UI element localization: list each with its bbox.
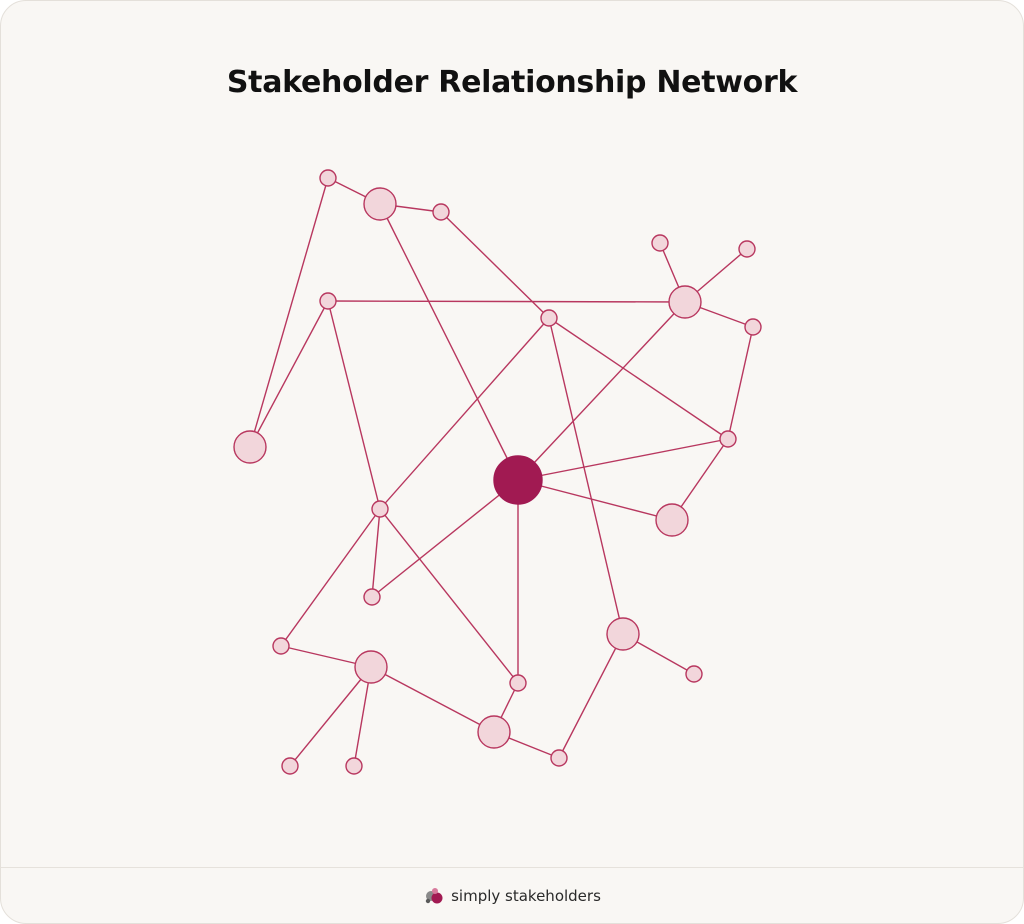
edge-e1-e5 bbox=[370, 666, 495, 733]
edge-b2-d3 bbox=[548, 317, 624, 635]
stakeholder-node-a2 bbox=[363, 187, 397, 221]
edge-b3-hub bbox=[517, 301, 686, 481]
stakeholder-node-b4 bbox=[738, 240, 756, 258]
stakeholder-node-e1 bbox=[354, 650, 388, 684]
stakeholder-node-e2 bbox=[281, 757, 299, 775]
stakeholder-node-c2 bbox=[233, 430, 267, 464]
diagram-title: Stakeholder Relationship Network bbox=[226, 65, 798, 100]
brand-name: simply stakeholders bbox=[451, 887, 601, 905]
edge-c1-c2 bbox=[249, 300, 329, 448]
edge-e1-e3 bbox=[353, 666, 372, 767]
stakeholder-node-b3 bbox=[668, 285, 702, 319]
stakeholder-network bbox=[233, 169, 762, 775]
edge-a1-c2 bbox=[249, 177, 329, 448]
stakeholder-node-c1 bbox=[319, 292, 337, 310]
stakeholder-node-a1 bbox=[319, 169, 337, 187]
stakeholder-node-d4 bbox=[272, 637, 290, 655]
edge-c1-b3 bbox=[327, 300, 686, 303]
stakeholder-node-b1 bbox=[651, 234, 669, 252]
edge-e6-d3 bbox=[558, 633, 624, 759]
stakeholder-node-d2 bbox=[363, 588, 381, 606]
brand-footer: simply stakeholders bbox=[1, 885, 1023, 907]
stakeholder-node-e6 bbox=[550, 749, 568, 767]
stakeholder-node-d3 bbox=[606, 617, 640, 651]
edge-a3-b2 bbox=[440, 211, 550, 319]
stakeholder-node-a3 bbox=[432, 203, 450, 221]
stakeholder-node-c4 bbox=[655, 503, 689, 537]
central-stakeholder-node bbox=[493, 455, 543, 505]
edge-hub-c3 bbox=[517, 438, 729, 481]
edge-c1-d1 bbox=[327, 300, 381, 510]
edge-d1-d4 bbox=[280, 508, 381, 647]
stakeholder-node-c3 bbox=[719, 430, 737, 448]
network-edges bbox=[249, 177, 754, 767]
stakeholder-node-e5 bbox=[477, 715, 511, 749]
edge-hub-c4 bbox=[517, 479, 673, 521]
edge-b2-c3 bbox=[548, 317, 729, 440]
stakeholder-node-e4 bbox=[509, 674, 527, 692]
stakeholder-node-d5 bbox=[685, 665, 703, 683]
edge-e1-e2 bbox=[289, 666, 372, 767]
edge-b5-c3 bbox=[727, 326, 754, 440]
network-nodes bbox=[233, 169, 762, 775]
edge-d1-e4 bbox=[379, 508, 519, 684]
stakeholder-node-d1 bbox=[371, 500, 389, 518]
stakeholder-node-e3 bbox=[345, 757, 363, 775]
stakeholder-node-b2 bbox=[540, 309, 558, 327]
footer-divider bbox=[1, 867, 1023, 868]
stakeholder-node-b5 bbox=[744, 318, 762, 336]
edge-a2-hub bbox=[379, 203, 519, 481]
edge-d1-d2 bbox=[371, 508, 381, 598]
simply-stakeholders-logo-icon bbox=[425, 888, 443, 904]
edge-b2-d1 bbox=[379, 317, 550, 510]
edge-hub-d2 bbox=[371, 479, 519, 598]
